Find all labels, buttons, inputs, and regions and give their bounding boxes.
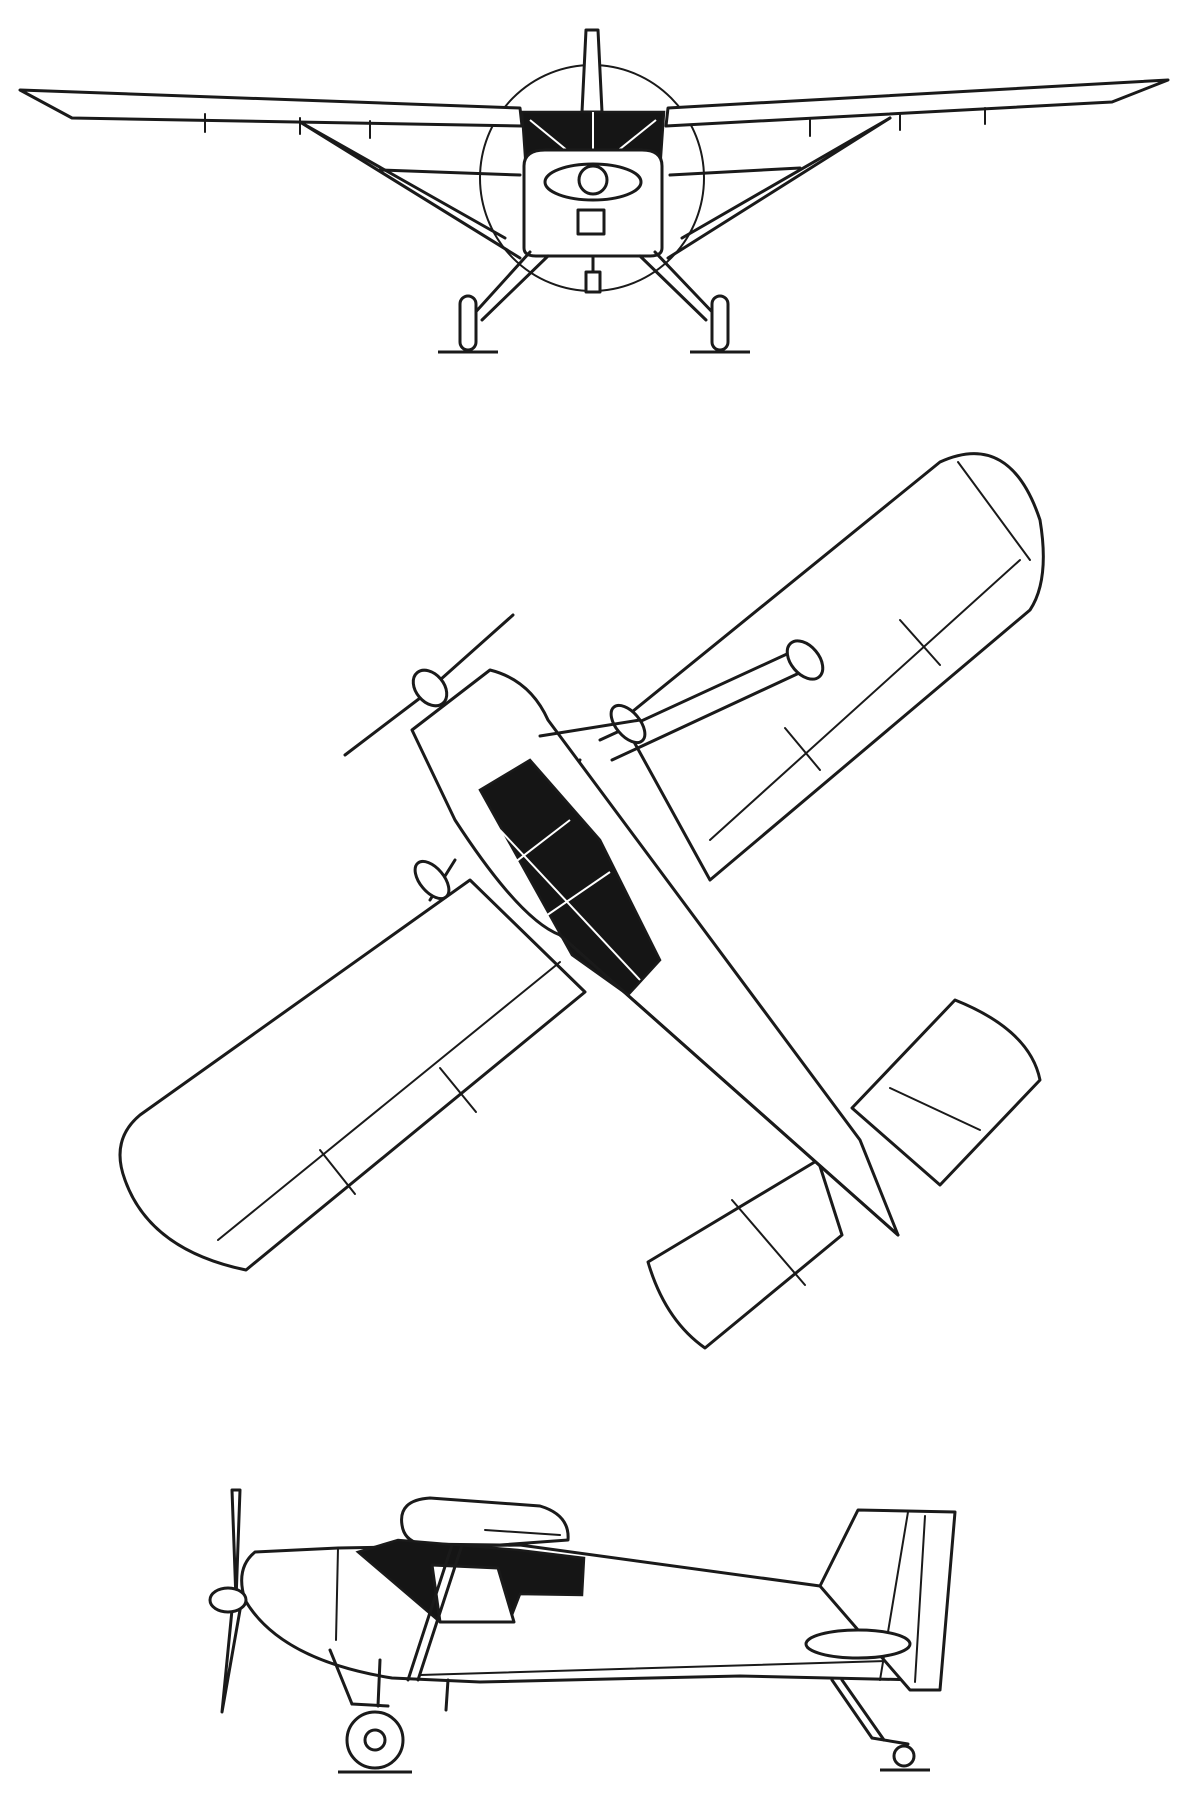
main-landing-gear-front	[470, 250, 718, 322]
side-tailwheel	[892, 1744, 916, 1768]
plan-wing-upper-right	[620, 452, 1045, 882]
side-rudder-trailing	[914, 1515, 926, 1683]
plan-cabin-glazing	[478, 758, 662, 997]
plan-elevator-left-hinge	[731, 1199, 806, 1286]
oil-cooler-intake	[576, 208, 606, 236]
right-wing	[664, 78, 1170, 128]
wing-struts	[298, 116, 892, 260]
side-fuselage-belly-line	[419, 1659, 921, 1676]
plan-wing-lower-left-controls	[217, 961, 561, 1241]
left-wing	[18, 88, 524, 128]
plan-wing-upper-right-controls	[709, 461, 1031, 841]
side-wing-strut	[406, 1543, 454, 1682]
plan-stabilizer-right	[850, 998, 1042, 1187]
side-main-wheel-hub	[363, 1728, 387, 1752]
plan-propeller	[343, 613, 515, 757]
side-main-gear	[328, 1648, 390, 1708]
side-door-frame	[430, 1563, 516, 1624]
plan-stabilizer-left	[646, 1158, 844, 1350]
spinner	[577, 164, 609, 196]
plan-view	[118, 452, 1045, 1350]
plan-wing-lower-left	[118, 878, 587, 1272]
nose-area-details	[584, 254, 602, 294]
side-tailwheel-gear	[830, 1678, 910, 1746]
left-main-wheel	[458, 294, 478, 352]
side-cowling-seam	[335, 1547, 339, 1641]
plan-main-gear	[413, 703, 647, 901]
side-wing	[400, 1496, 570, 1547]
side-propeller	[208, 1488, 248, 1714]
side-step	[444, 1678, 450, 1712]
side-view	[208, 1488, 957, 1774]
vertical-fin	[580, 28, 604, 114]
side-horizontal-tail	[804, 1628, 912, 1660]
front-view	[18, 28, 1170, 354]
side-wing-strut-aft	[416, 1543, 464, 1682]
side-flap-line	[484, 1529, 561, 1536]
plan-elevator-right-hinge	[889, 1087, 981, 1131]
side-vertical-tail	[818, 1508, 957, 1692]
plan-fin-line	[558, 933, 900, 1237]
plan-glazing-frames	[499, 819, 641, 981]
right-main-wheel	[710, 294, 730, 352]
